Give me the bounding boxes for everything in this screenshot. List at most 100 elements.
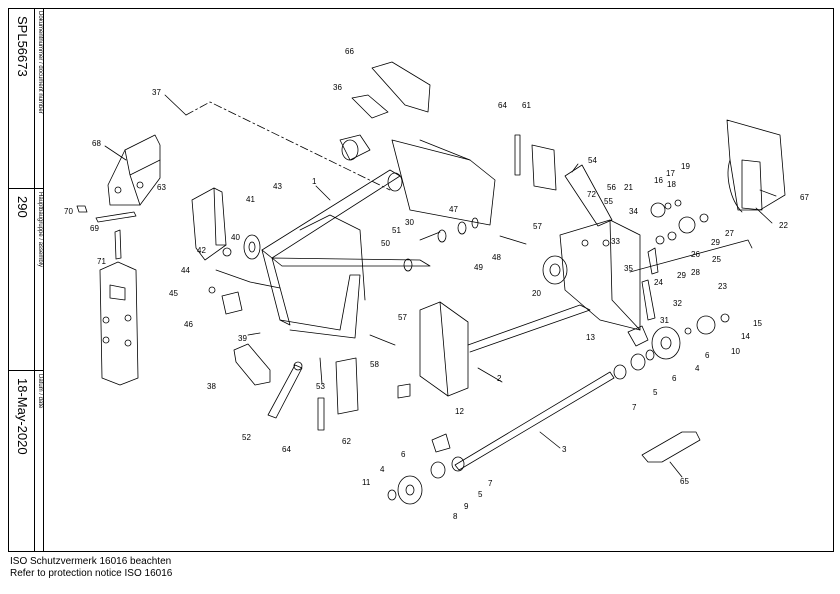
callout-6-mid: 6 [672, 374, 677, 383]
nut-18 [674, 199, 682, 207]
callout-23: 23 [718, 282, 727, 291]
callout-5-right: 5 [653, 388, 658, 397]
lever-54 [564, 164, 613, 227]
bolt-39 [247, 332, 261, 336]
frame-lower-chord [279, 274, 361, 339]
callout-58: 58 [370, 360, 379, 369]
tensioner-32 [641, 279, 656, 321]
bracket-38 [233, 343, 271, 386]
callout-27: 27 [725, 229, 734, 238]
bearing-7-left [451, 456, 465, 472]
callout-50: 50 [381, 239, 390, 248]
callout-67: 67 [800, 193, 809, 202]
leader-line [571, 163, 579, 173]
callout-55: 55 [604, 197, 613, 206]
bracket-12 [431, 433, 451, 453]
title-block: Dokumentnummer / document number SPL5667… [8, 8, 44, 552]
callout-56: 56 [607, 183, 616, 192]
washer-17 [664, 202, 672, 210]
pin-part [114, 229, 122, 260]
washer-6-right [645, 349, 655, 361]
plate-hole [124, 314, 132, 322]
callout-16: 16 [654, 176, 663, 185]
link-52 [267, 364, 303, 419]
frame-truss [299, 214, 366, 301]
callout-5-left: 5 [478, 490, 483, 499]
frame-beam-upper [261, 169, 401, 259]
nut-part [76, 205, 88, 213]
callout-43: 43 [273, 182, 282, 191]
bracket-65 [641, 431, 701, 463]
callout-14: 14 [741, 332, 750, 341]
callout-42: 42 [197, 246, 206, 255]
callout-47: 47 [449, 205, 458, 214]
spacer-30 [437, 229, 447, 243]
sprocket-16 [650, 202, 666, 218]
callout-24: 24 [654, 278, 663, 287]
title-block-divider [34, 8, 35, 552]
mounting-bracket [107, 134, 161, 206]
ring-15 [720, 313, 730, 323]
gear-4-left-hub [405, 484, 415, 496]
gear-4-right [651, 326, 681, 360]
bracket-hole [114, 186, 122, 194]
leader-line [315, 185, 331, 201]
callout-33: 33 [611, 237, 620, 246]
gear-housing [559, 219, 641, 331]
washer-27 [699, 213, 709, 223]
frame-top-bracket [339, 134, 371, 161]
gear-4-left [397, 475, 423, 505]
protection-notice: ISO Schutzvermerk 16016 beachten Refer t… [10, 556, 172, 580]
callout-19: 19 [681, 162, 690, 171]
belt-guard-edge [727, 159, 743, 213]
leader-line [759, 189, 777, 197]
callout-6-right: 6 [705, 351, 710, 360]
callout-38: 38 [207, 382, 216, 391]
leader-line [669, 461, 683, 478]
plate-hole [102, 316, 110, 324]
callout-52: 52 [242, 433, 251, 442]
callout-36: 36 [333, 83, 342, 92]
gear-housing-edge [609, 219, 641, 331]
callout-15: 15 [753, 319, 762, 328]
bearing-28 [655, 235, 665, 245]
callout-51: 51 [392, 226, 401, 235]
sprocket-25 [678, 216, 696, 234]
cover-36 [351, 94, 389, 119]
callout-29-upper: 29 [711, 238, 720, 247]
sprocket-14 [696, 315, 716, 335]
callout-2: 2 [497, 374, 502, 383]
callout-20: 20 [532, 289, 541, 298]
callout-61: 61 [522, 101, 531, 110]
link-52-eye [293, 361, 303, 371]
callout-46: 46 [184, 320, 193, 329]
ring-11 [387, 489, 397, 501]
callout-69: 69 [90, 224, 99, 233]
frame-side-plate [391, 139, 496, 226]
support-beam-edge [439, 301, 449, 397]
frame-side-plate-edge [419, 139, 471, 161]
callout-13: 13 [586, 333, 595, 342]
leader-line [164, 94, 187, 116]
frame-leg [261, 249, 291, 326]
bracket-63-edge [213, 187, 227, 246]
bracket-hole [136, 181, 144, 189]
callout-7-left: 7 [488, 479, 493, 488]
callout-7-right: 7 [632, 403, 637, 412]
bearing-housing [387, 172, 403, 192]
callout-68: 68 [92, 139, 101, 148]
housing-hole [581, 239, 589, 247]
callout-53: 53 [316, 382, 325, 391]
frame-beam-lower [271, 257, 431, 267]
callout-32: 32 [673, 299, 682, 308]
plate-hole [102, 336, 110, 344]
callout-25: 25 [712, 255, 721, 264]
mounting-bracket-edge [124, 149, 161, 206]
callout-64-upper: 64 [498, 101, 507, 110]
callout-37: 37 [152, 88, 161, 97]
washer-10 [684, 327, 692, 335]
protection-notice-de: ISO Schutzvermerk 16016 beachten [10, 556, 172, 567]
callout-28: 28 [691, 268, 700, 277]
callout-65: 65 [680, 477, 689, 486]
callout-49: 49 [474, 263, 483, 272]
